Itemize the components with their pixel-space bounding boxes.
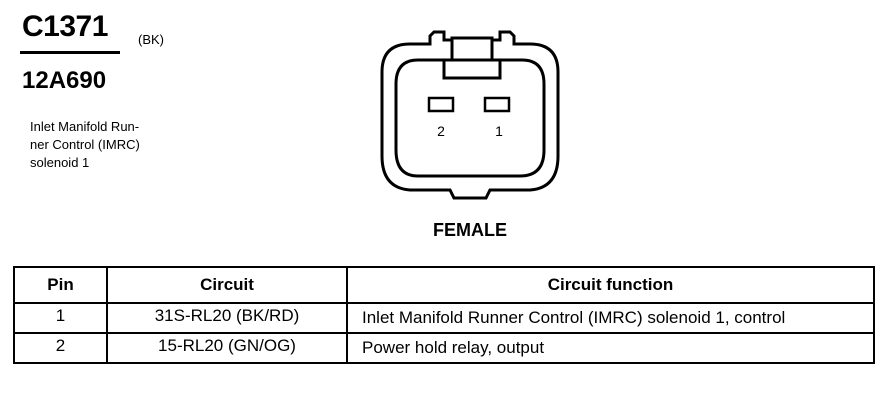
pin-number: 1 bbox=[13, 302, 108, 334]
part-number: 12A690 bbox=[22, 67, 107, 94]
connector-color: (BK) bbox=[138, 32, 164, 47]
connector-id-underline bbox=[20, 51, 120, 54]
connector-inner-face bbox=[394, 58, 546, 178]
pin-table: Pin Circuit Circuit function 1 31S-RL20 … bbox=[13, 266, 875, 364]
pin-cavity-2 bbox=[427, 96, 455, 113]
table-row: 2 15-RL20 (GN/OG) Power hold relay, outp… bbox=[13, 332, 875, 364]
circuit-function: Power hold relay, output bbox=[346, 332, 875, 364]
pin-cavity-1 bbox=[483, 96, 511, 113]
cavity-label: 2 bbox=[437, 123, 445, 139]
circuit-function: Inlet Manifold Runner Control (IMRC) sol… bbox=[346, 302, 875, 334]
connector-id: C1371 bbox=[22, 10, 108, 43]
header-circuit: Circuit bbox=[106, 266, 348, 304]
pin-number: 2 bbox=[13, 332, 108, 364]
connector-gender: FEMALE bbox=[433, 220, 507, 240]
connector-outer-shell bbox=[380, 30, 560, 200]
header-pin: Pin bbox=[13, 266, 108, 304]
locking-tab-base bbox=[442, 58, 502, 80]
circuit-code: 31S-RL20 (BK/RD) bbox=[106, 302, 348, 334]
table-row: 1 31S-RL20 (BK/RD) Inlet Manifold Runner… bbox=[13, 302, 875, 334]
connector-description: Inlet Manifold Run- ner Control (IMRC) s… bbox=[30, 119, 140, 170]
connector-face-diagram: 2 1 bbox=[380, 30, 560, 200]
circuit-code: 15-RL20 (GN/OG) bbox=[106, 332, 348, 364]
cavity-label: 1 bbox=[495, 123, 503, 139]
header-circuit-function: Circuit function bbox=[346, 266, 875, 304]
table-header-row: Pin Circuit Circuit function bbox=[13, 266, 875, 304]
